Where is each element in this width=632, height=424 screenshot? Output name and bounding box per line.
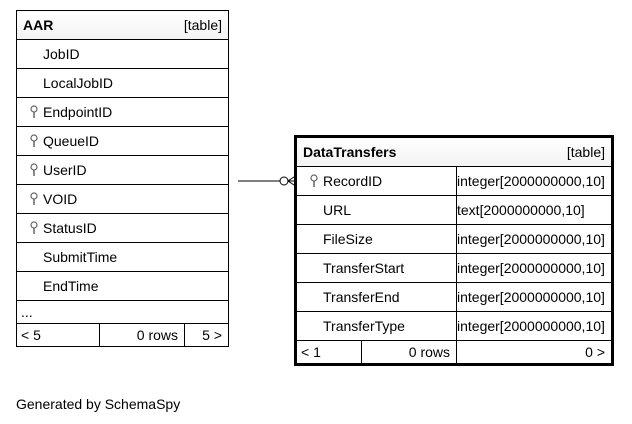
parents-link[interactable]: < 1 [295, 340, 362, 365]
row-count: 0 rows [99, 323, 185, 347]
column-name: EndpointID [43, 104, 113, 120]
parents-link[interactable]: < 5 [16, 323, 100, 347]
column-name: JobID [43, 46, 80, 62]
column-type: text[2000000000,10] [456, 195, 613, 225]
column-row: RecordID [295, 166, 457, 196]
table-datatransfers[interactable]: DataTransfers [table] RecordID integer[2… [294, 135, 614, 366]
column-row: EndTime [16, 271, 229, 301]
column-name: EndTime [43, 278, 99, 294]
column-row: EndpointID [16, 97, 229, 127]
column-row: URL [295, 195, 457, 225]
foreign-key-icon [25, 221, 43, 235]
column-type: integer[2000000000,10] [456, 253, 613, 283]
column-row: SubmitTime [16, 242, 229, 272]
column-name: QueueID [43, 133, 100, 149]
column-name: SubmitTime [43, 249, 118, 265]
column-name: UserID [43, 162, 87, 178]
column-name: URL [323, 202, 352, 218]
column-row: StatusID [16, 213, 229, 243]
column-type: integer[2000000000,10] [456, 282, 613, 312]
table-name: AAR [23, 17, 54, 33]
children-link[interactable]: 5 > [184, 323, 229, 347]
table-header: AAR [table] [16, 10, 229, 40]
column-name: LocalJobID [43, 75, 114, 91]
generated-by-credit: Generated by SchemaSpy [16, 396, 181, 412]
foreign-key-icon [25, 134, 43, 148]
table-name: DataTransfers [303, 144, 397, 160]
table-header: DataTransfers [table] [295, 136, 613, 167]
column-row: FileSize [295, 224, 457, 254]
column-name: RecordID [323, 173, 383, 189]
foreign-key-icon [25, 105, 43, 119]
column-type: integer[2000000000,10] [456, 166, 613, 196]
column-row: TransferType [295, 311, 457, 341]
column-row: QueueID [16, 126, 229, 156]
column-name: StatusID [43, 220, 97, 236]
column-name: TransferEnd [323, 289, 400, 305]
column-row: LocalJobID [16, 68, 229, 98]
column-row: TransferEnd [295, 282, 457, 312]
foreign-key-icon [25, 163, 43, 177]
primary-key-icon [305, 174, 323, 188]
table-kind: [table] [183, 17, 222, 33]
column-name: TransferStart [323, 260, 405, 276]
column-row: UserID [16, 155, 229, 185]
column-row: JobID [16, 39, 229, 69]
column-type: integer[2000000000,10] [456, 224, 613, 254]
table-kind: [table] [566, 144, 605, 160]
more-columns: ... [16, 300, 229, 324]
foreign-key-icon [25, 192, 43, 206]
column-row: VOID [16, 184, 229, 214]
column-name: TransferType [323, 318, 405, 334]
column-name: FileSize [323, 231, 373, 247]
row-count: 0 rows [361, 340, 457, 365]
column-type: integer[2000000000,10] [456, 311, 613, 341]
children-link[interactable]: 0 > [456, 340, 613, 365]
column-row: TransferStart [295, 253, 457, 283]
column-name: VOID [43, 191, 78, 207]
table-aar[interactable]: AAR [table] JobID LocalJobID EndpointID … [16, 10, 229, 347]
